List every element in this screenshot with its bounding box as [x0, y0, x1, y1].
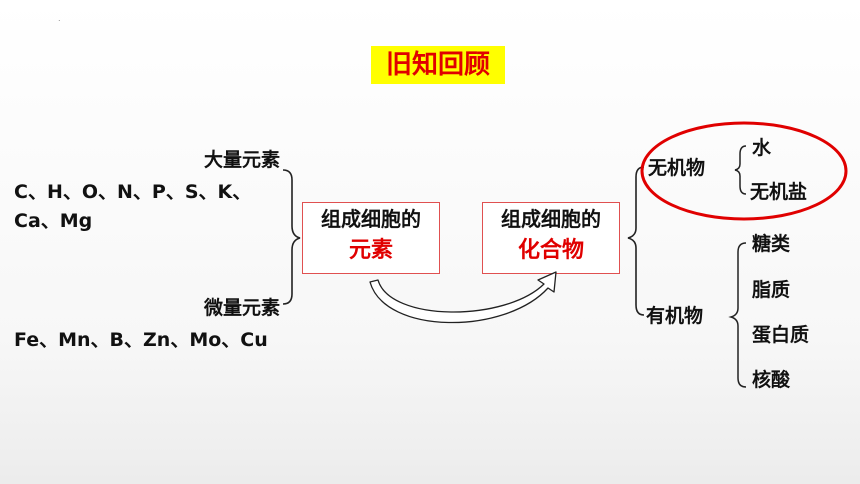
elements-box: 组成细胞的 元素: [302, 202, 440, 274]
macro-elements-list-line2: Ca、Mg: [14, 210, 93, 232]
organic-item-sugar: 糖类: [752, 233, 791, 255]
micro-elements-list: Fe、Mn、B、Zn、Mo、Cu: [14, 329, 268, 351]
organic-brace: [728, 242, 747, 388]
inorganic-item-water: 水: [752, 137, 772, 159]
decorative-dot: .: [58, 14, 61, 23]
macro-elements-label: 大量元素: [203, 149, 280, 171]
compounds-box-line1: 组成细胞的: [501, 207, 601, 231]
organic-label: 有机物: [646, 305, 704, 327]
organic-item-protein: 蛋白质: [752, 324, 810, 346]
compounds-box: 组成细胞的 化合物: [482, 202, 620, 274]
macro-elements-list-line1: C、H、O、N、P、S、K、: [14, 181, 252, 203]
elements-box-line2: 元素: [348, 238, 393, 263]
page-title: 旧知回顾: [371, 46, 505, 84]
highlight-ellipse: [640, 121, 848, 221]
inorganic-brace: [734, 145, 747, 195]
compounds-box-line2: 化合物: [517, 238, 584, 263]
inorganic-label: 无机物: [648, 157, 706, 179]
curved-arrow: [369, 271, 557, 324]
micro-elements-label: 微量元素: [203, 297, 280, 319]
left-brace: [282, 169, 301, 305]
organic-item-lipid: 脂质: [752, 279, 791, 301]
elements-box-line1: 组成细胞的: [321, 207, 421, 231]
organic-item-nucleic-acid: 核酸: [752, 369, 791, 391]
main-compound-brace: [627, 166, 645, 316]
inorganic-item-salt: 无机盐: [750, 181, 808, 203]
